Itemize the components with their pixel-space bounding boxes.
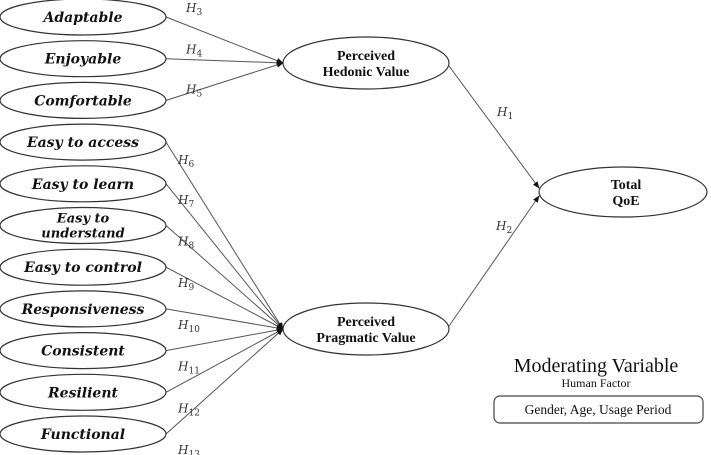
factor-ellipse bbox=[0, 332, 167, 370]
label-h12: H12 bbox=[177, 401, 200, 418]
path-h9 bbox=[165, 266, 284, 330]
node-total-qoe: Total QoE bbox=[538, 166, 708, 218]
pragmatic-value-line2: Pragmatic Value bbox=[316, 331, 415, 346]
factor-label-line: Easy to bbox=[56, 212, 110, 227]
factor-label: Responsiveness bbox=[21, 302, 145, 318]
factor-label: Adaptable bbox=[41, 10, 122, 26]
moderating-subtitle: Human Factor bbox=[562, 376, 631, 390]
hedonic-value-ellipse bbox=[282, 36, 450, 90]
factor-functional: Functional bbox=[0, 415, 167, 453]
factor-resilient: Resilient bbox=[0, 373, 167, 411]
factor-label: Easy to control bbox=[23, 260, 142, 276]
factor-label: Functional bbox=[40, 427, 125, 443]
label-h4: H4 bbox=[185, 43, 202, 60]
label-h13: H13 bbox=[177, 443, 200, 455]
total-qoe-ellipse bbox=[538, 166, 708, 218]
factor-ellipse bbox=[0, 415, 167, 453]
path-h13 bbox=[165, 328, 284, 435]
factor-responsiveness: Responsiveness bbox=[0, 290, 167, 328]
factor-ellipse bbox=[0, 373, 167, 411]
factor-comfortable: Comfortable bbox=[0, 81, 167, 119]
factor-label: Easy to learn bbox=[31, 177, 134, 193]
factor-consistent: Consistent bbox=[0, 332, 167, 370]
label-h10: H10 bbox=[177, 318, 200, 335]
label-h3: H3 bbox=[185, 1, 202, 18]
path-h5 bbox=[165, 62, 284, 101]
path-h11 bbox=[165, 327, 284, 352]
total-qoe-line2: QoE bbox=[612, 194, 639, 209]
factor-easy-to-access: Easy to access bbox=[0, 123, 167, 161]
path-h3 bbox=[165, 16, 284, 64]
factor-adaptable: Adaptable bbox=[0, 0, 167, 36]
pragmatic-value-line1: Perceived bbox=[337, 315, 395, 330]
label-h2: H2 bbox=[495, 219, 512, 236]
factor-label: Enjoyable bbox=[44, 52, 122, 68]
path-h7 bbox=[165, 183, 284, 330]
factor-ellipse bbox=[0, 248, 167, 286]
label-h1: H1 bbox=[496, 105, 513, 122]
moderating-box bbox=[493, 395, 704, 424]
factor-label: Resilient bbox=[47, 385, 118, 401]
path-h12 bbox=[165, 328, 284, 393]
factor-easy-to-control: Easy to control bbox=[0, 248, 167, 286]
factor-ellipse bbox=[0, 206, 167, 245]
path-h6 bbox=[165, 141, 284, 330]
moderating-box-text: Gender, Age, Usage Period bbox=[525, 402, 672, 417]
path-h4 bbox=[165, 58, 284, 66]
label-h8: H8 bbox=[177, 235, 194, 252]
path-h10 bbox=[165, 308, 284, 331]
path-h8 bbox=[165, 225, 284, 330]
factor-enjoyable: Enjoyable bbox=[0, 40, 167, 78]
path-h2 bbox=[448, 195, 540, 327]
factor-ellipse bbox=[0, 165, 167, 203]
factor-label: Easy to access bbox=[26, 135, 139, 151]
factor-label-line: understand bbox=[41, 227, 124, 242]
factor-label: Consistent bbox=[41, 344, 125, 360]
factor-label: Comfortable bbox=[34, 93, 132, 109]
hedonic-value-line2: Hedonic Value bbox=[323, 65, 410, 80]
hedonic-value-line1: Perceived bbox=[337, 49, 395, 64]
factor-ellipse bbox=[0, 40, 167, 78]
label-h7: H7 bbox=[177, 193, 194, 210]
label-h5: H5 bbox=[185, 82, 202, 99]
pragmatic-value-ellipse bbox=[282, 302, 450, 356]
moderating-variable: Moderating Variable Human Factor Gender,… bbox=[493, 355, 704, 424]
factor-ellipse bbox=[0, 290, 167, 328]
factor-ellipse bbox=[0, 81, 167, 119]
label-h9: H9 bbox=[177, 276, 194, 293]
label-h11: H11 bbox=[177, 360, 200, 377]
node-perceived-hedonic-value: Perceived Hedonic Value bbox=[282, 36, 450, 90]
moderating-title: Moderating Variable bbox=[514, 355, 679, 377]
path-h1 bbox=[448, 65, 540, 189]
total-qoe-line1: Total bbox=[611, 178, 642, 193]
node-perceived-pragmatic-value: Perceived Pragmatic Value bbox=[282, 302, 450, 356]
factor-easy-to-learn: Easy to learn bbox=[0, 165, 167, 203]
factor-ellipse bbox=[0, 0, 167, 36]
factor-ellipse bbox=[0, 123, 167, 161]
label-h6: H6 bbox=[177, 153, 194, 170]
